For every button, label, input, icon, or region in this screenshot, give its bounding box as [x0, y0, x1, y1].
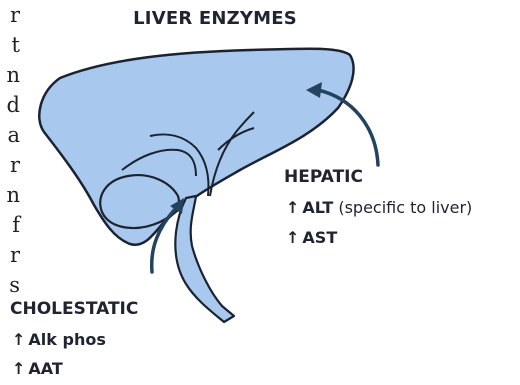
hepatic-item-alt: ↑ALT (specific to liver) — [286, 198, 472, 217]
enzyme-name: AAT — [28, 359, 62, 378]
increase-arrow-icon: ↑ — [286, 228, 299, 247]
diagram-title: LIVER ENZYMES — [95, 8, 335, 29]
increase-arrow-icon: ↑ — [12, 359, 25, 378]
enzyme-note: (specific to liver) — [338, 198, 472, 217]
cholestatic-item-aat: ↑AAT — [12, 359, 63, 378]
hepatic-label: HEPATIC — [284, 167, 363, 187]
enzyme-name: AST — [302, 228, 337, 247]
hepatic-item-ast: ↑AST — [286, 228, 337, 247]
enzyme-name: ALT — [302, 198, 333, 217]
increase-arrow-icon: ↑ — [12, 330, 25, 349]
enzyme-name: Alk phos — [28, 330, 105, 349]
cholestatic-item-alk-phos: ↑Alk phos — [12, 330, 106, 349]
bile-duct — [175, 196, 234, 322]
cholestatic-label: CHOLESTATIC — [10, 299, 138, 319]
increase-arrow-icon: ↑ — [286, 198, 299, 217]
